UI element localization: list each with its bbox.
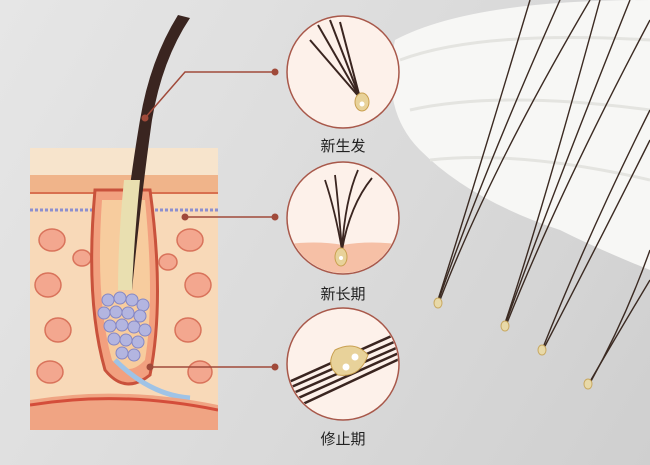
stage-circle-new-growth bbox=[286, 15, 400, 129]
connector-lines bbox=[144, 71, 275, 368]
stage-label-new-growth: 新生发 bbox=[320, 137, 366, 155]
stage-label-resting: 修止期 bbox=[320, 430, 366, 448]
stage-circle-resting bbox=[286, 307, 400, 421]
towel-image bbox=[390, 0, 650, 270]
stage-circle-growth bbox=[286, 161, 400, 275]
stage-label-growth: 新长期 bbox=[320, 285, 366, 303]
hair-strands-photo bbox=[436, 0, 650, 386]
